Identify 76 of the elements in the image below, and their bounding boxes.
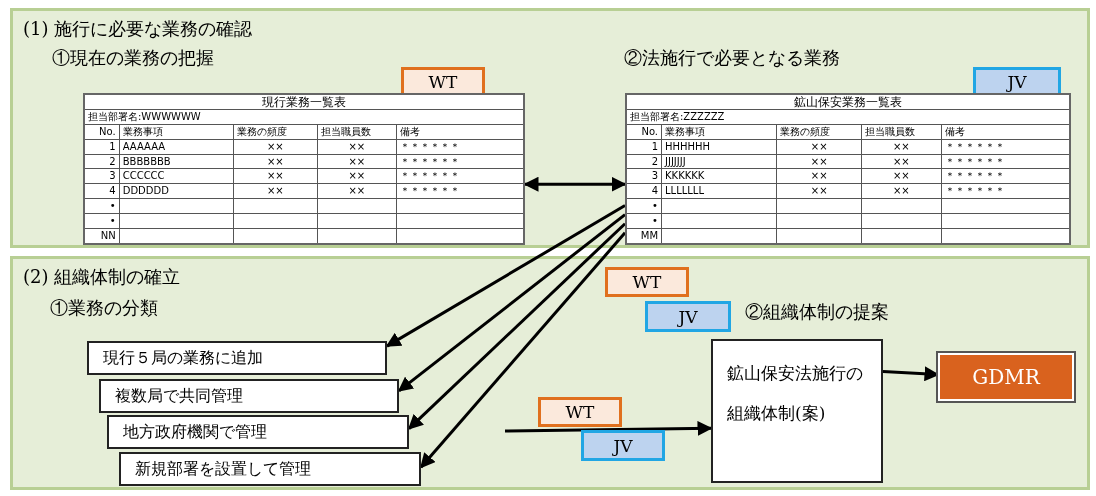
table-cell: 業務事項 <box>119 124 234 140</box>
table-cell: No. <box>84 124 120 140</box>
section-panel <box>10 256 1090 490</box>
table-cell: BBBBBBB <box>119 154 234 169</box>
table-title: 現行業務一覧表 <box>84 94 524 110</box>
arrow <box>523 176 627 192</box>
data-table <box>83 93 525 245</box>
arrow <box>397 213 626 393</box>
table-cell: HHHHHH <box>661 139 777 155</box>
table-cell: LLLLLLL <box>661 183 777 199</box>
table-cell: • <box>84 198 120 214</box>
table-cell: ×× <box>776 139 862 155</box>
category-box: 現行５局の業務に追加 <box>87 341 387 375</box>
tag-label: JV <box>645 301 731 332</box>
arrow <box>419 231 627 469</box>
table-cell: ×× <box>233 154 318 169</box>
category-box: 地方政府機関で管理 <box>107 415 409 449</box>
table-cell: 業務の頻度 <box>776 124 862 140</box>
table-cell: 業務事項 <box>661 124 777 140</box>
table-cell: ×× <box>861 139 942 155</box>
table-cell: No. <box>626 124 662 140</box>
table-cell: JJJJJJJ <box>661 154 777 169</box>
table-cell: DDDDDD <box>119 183 234 199</box>
table-cell: 担当職員数 <box>861 124 942 140</box>
table-cell: 業務の頻度 <box>233 124 318 140</box>
table-cell: ×× <box>861 154 942 169</box>
category-box: 複数局で共同管理 <box>99 379 399 413</box>
table-cell: ×× <box>317 154 397 169</box>
table-cell: 備考 <box>941 124 1070 140</box>
table-cell: 1 <box>626 139 662 155</box>
tag-label: WT <box>605 267 689 297</box>
subheading: ②組織体制の提案 <box>745 300 889 324</box>
arrow <box>407 222 627 430</box>
table-cell: ×× <box>861 168 942 184</box>
table-cell: ×× <box>233 139 318 155</box>
table-cell: ×× <box>233 168 318 184</box>
subheading: ②法施行で必要となる業務 <box>624 46 840 70</box>
table-cell: KKKKKK <box>661 168 777 184</box>
organization-box: GDMR <box>938 353 1074 401</box>
table-cell: • <box>84 213 120 229</box>
table-cell: ×× <box>317 183 397 199</box>
table-title: 鉱山保安業務一覧表 <box>626 94 1070 110</box>
table-cell: ×× <box>776 183 862 199</box>
table-cell: 1 <box>84 139 120 155</box>
table-cell: 4 <box>626 183 662 199</box>
table-cell: ×× <box>317 139 397 155</box>
table-cell: ×× <box>776 154 862 169</box>
tag-label: JV <box>581 430 665 461</box>
table-cell: 担当部署名:WWWWWW <box>84 109 524 125</box>
section-panel <box>10 8 1090 248</box>
tag-label: WT <box>538 397 622 427</box>
table-cell: CCCCCC <box>119 168 234 184</box>
section-heading: (1) 施行に必要な業務の確認 <box>23 17 253 41</box>
table-cell: • <box>626 198 662 214</box>
arrow <box>504 420 713 436</box>
proposal-box: 鉱山保安法施行の組織体制(案) <box>711 339 883 483</box>
subheading: ①業務の分類 <box>50 296 158 320</box>
table-cell: AAAAAA <box>119 139 234 155</box>
table-cell: ×× <box>317 168 397 184</box>
table-cell: ×× <box>233 183 318 199</box>
category-box: 新規部署を設置して管理 <box>119 452 421 486</box>
table-cell: 3 <box>626 168 662 184</box>
table-cell: 担当部署名:ZZZZZZ <box>626 109 1070 125</box>
section-heading: (2) 組織体制の確立 <box>23 265 181 289</box>
data-table <box>625 93 1071 245</box>
table-cell: 2 <box>626 154 662 169</box>
table-cell: 2 <box>84 154 120 169</box>
table-cell: • <box>626 213 662 229</box>
table-cell: 4 <box>84 183 120 199</box>
table-cell: ×× <box>861 183 942 199</box>
arrow <box>385 204 626 348</box>
table-cell: 3 <box>84 168 120 184</box>
table-cell: ×× <box>776 168 862 184</box>
subheading: ①現在の業務の把握 <box>52 46 214 70</box>
table-cell: 備考 <box>396 124 524 140</box>
table-cell: 担当職員数 <box>317 124 397 140</box>
